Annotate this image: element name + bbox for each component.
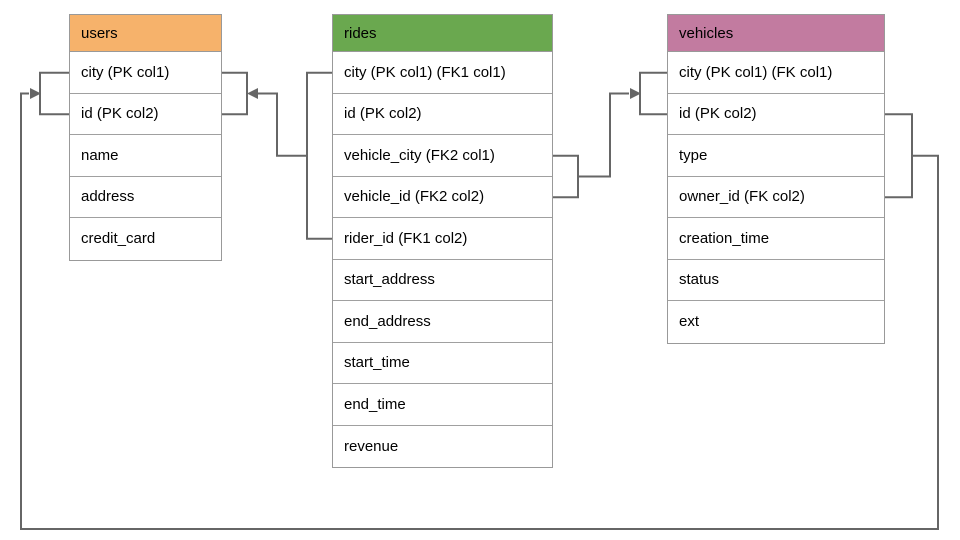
table-row: ext [668,301,884,343]
table-row: name [70,135,221,177]
table-row: vehicle_city (FK2 col1) [333,135,552,177]
table-row: start_time [333,342,552,384]
table-row: rider_id (FK1 col2) [333,218,552,260]
table-row: type [668,135,884,177]
table-vehicles-header: vehicles [668,15,884,52]
arrowhead-into-users-right [247,88,258,99]
table-row: address [70,176,221,218]
vehicles-right-bracket [885,113,913,199]
rides-vehicles-link [578,92,629,178]
arrowhead-into-vehicles-left [630,88,641,99]
table-row: end_time [333,384,552,426]
table-row: id (PK col2) [333,93,552,135]
rides-left-bracket [306,71,332,240]
table-row: creation_time [668,218,884,260]
table-rides-rows: city (PK col1) (FK1 col1)id (PK col2)veh… [333,52,552,467]
table-row: id (PK col2) [668,93,884,135]
table-row: credit_card [70,218,221,260]
table-row: revenue [333,425,552,467]
table-rides-header: rides [333,15,552,52]
table-row: id (PK col2) [70,93,221,135]
table-row: city (PK col1) [70,52,221,94]
table-row: status [668,259,884,301]
users-right-bracket [222,71,248,116]
users-left-bracket [39,71,69,116]
rides-users-link [257,92,307,157]
table-row: city (PK col1) (FK1 col1) [333,52,552,94]
rides-right-bracket [553,154,579,199]
table-row: owner_id (FK col2) [668,176,884,218]
table-users-header: users [70,15,221,52]
table-vehicles: vehicles city (PK col1) (FK col1)id (PK … [667,14,885,344]
arrowhead-into-users-left [30,88,41,99]
table-rides: rides city (PK col1) (FK1 col1)id (PK co… [332,14,553,468]
table-row: end_address [333,301,552,343]
table-row: start_address [333,259,552,301]
vehicles-left-bracket [639,71,667,116]
table-vehicles-rows: city (PK col1) (FK col1)id (PK col2)type… [668,52,884,343]
table-row: city (PK col1) (FK col1) [668,52,884,94]
table-row: vehicle_id (FK2 col2) [333,176,552,218]
